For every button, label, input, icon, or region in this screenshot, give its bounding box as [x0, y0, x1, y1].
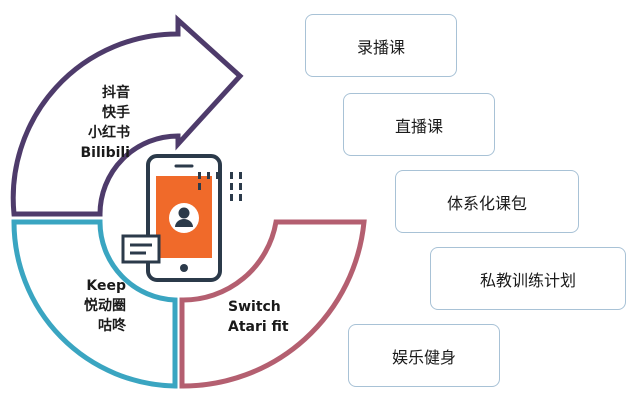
course-type-box: 私教训练计划	[430, 247, 626, 310]
platform-label: 抖音	[102, 85, 130, 101]
platform-label: 咕咚	[98, 318, 126, 334]
platform-label: Atari fit	[228, 319, 289, 335]
platform-label: 悦动圈	[84, 298, 126, 314]
red-segment	[179, 219, 367, 389]
smartphone-user-icon	[121, 154, 242, 282]
teal-segment-label: Keep 悦动圈 咕咚	[38, 276, 126, 336]
platform-label: 小红书	[88, 125, 130, 141]
platform-label: Bilibili	[80, 145, 131, 161]
course-type-box: 直播课	[343, 93, 495, 156]
teal-segment	[11, 219, 178, 389]
purple-segment-label: 抖音 快手 小红书 Bilibili	[30, 83, 131, 163]
course-type-box: 娱乐健身	[348, 324, 500, 387]
platform-label: Keep	[86, 278, 126, 294]
course-type-box: 录播课	[305, 14, 457, 77]
platform-label: 快手	[102, 105, 130, 121]
purple-arrow-segment	[10, 14, 244, 217]
platform-label: Switch	[228, 299, 281, 315]
red-segment-label: Switch Atari fit	[228, 297, 318, 337]
course-type-box: 体系化课包	[395, 170, 579, 233]
